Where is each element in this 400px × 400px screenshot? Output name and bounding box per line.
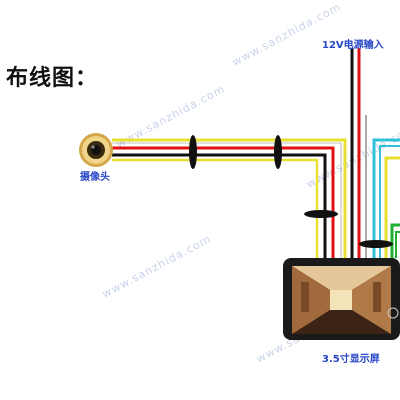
camera-label: 摄像头	[80, 172, 110, 183]
cable-tie-icon	[274, 135, 282, 169]
right-side-wires	[365, 115, 400, 258]
cable-ties	[189, 135, 393, 248]
cable-tie-icon	[189, 135, 197, 169]
cable-tie-icon	[304, 210, 338, 218]
display-screen-icon	[283, 258, 400, 340]
camera-lens-icon	[79, 133, 113, 167]
page-title: 布线图：	[6, 66, 99, 91]
power-input-label: 12V电源输入	[322, 40, 384, 51]
camera-cable	[112, 138, 347, 258]
display-label: 3.5寸显示屏	[322, 354, 380, 365]
cable-tie-icon	[359, 240, 393, 248]
power-cable	[350, 48, 361, 258]
